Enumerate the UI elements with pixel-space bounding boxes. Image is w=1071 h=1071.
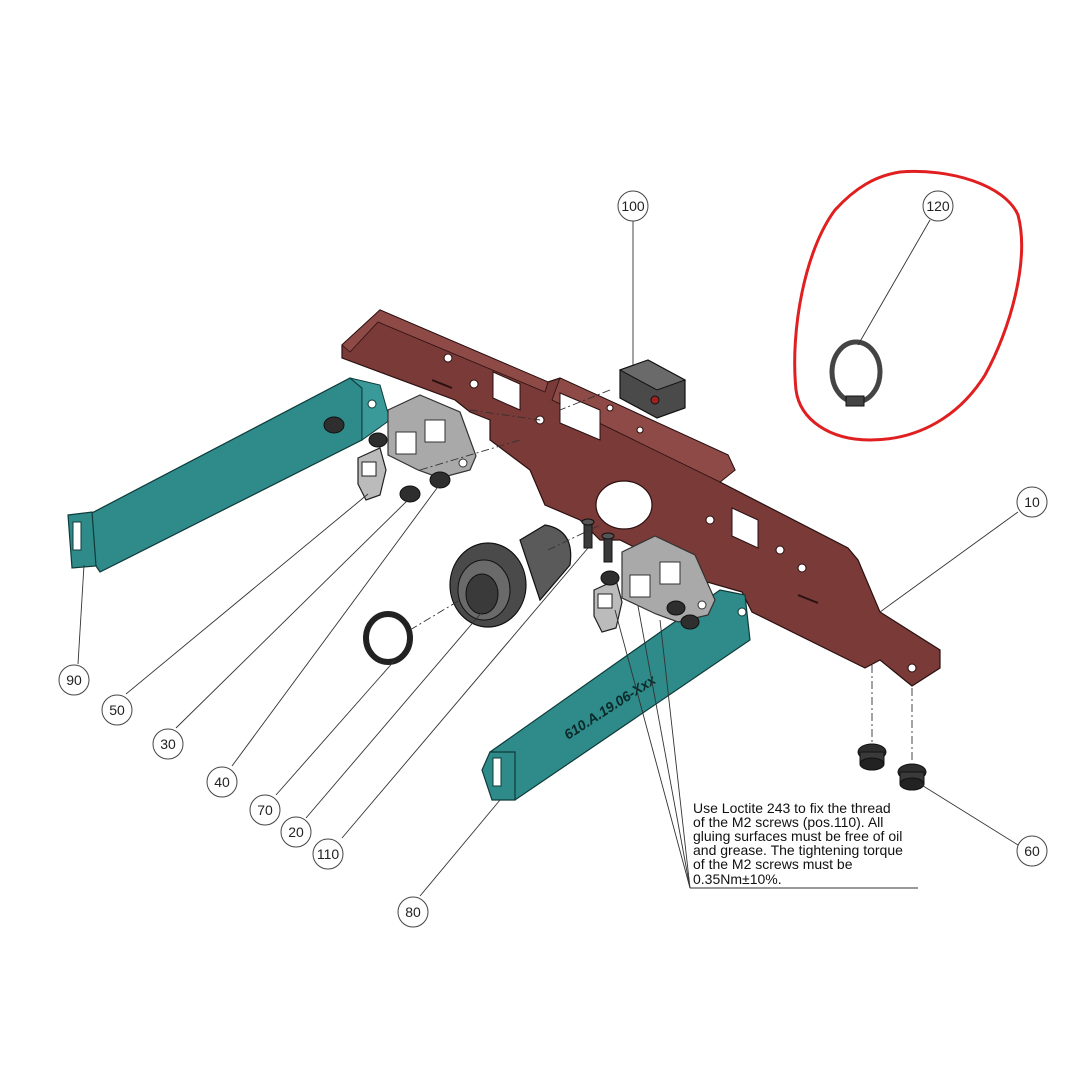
- mounting-hole: [606, 404, 614, 412]
- retaining-ring: [829, 339, 883, 407]
- balloon-60: 60: [1016, 835, 1048, 867]
- balloon-label: 120: [926, 198, 950, 214]
- square-opening: [395, 431, 417, 455]
- square-opening: [492, 371, 521, 411]
- note-line: and grease. The tightening torque: [693, 842, 903, 858]
- balloon-20: 20: [280, 816, 312, 848]
- balloon-100: 100: [617, 190, 649, 222]
- side-bracket-left-tab: [349, 377, 391, 441]
- mounting-hole: [367, 399, 377, 409]
- nuts: [323, 416, 700, 630]
- balloon-label: 60: [1024, 843, 1040, 859]
- balloon-90: 90: [58, 664, 90, 696]
- side-bracket-left-end: [67, 511, 97, 569]
- mounting-hole: [907, 663, 917, 673]
- side-bracket-left-body: [87, 377, 363, 573]
- balloon-label: 40: [214, 774, 230, 790]
- balloon-label: 10: [1024, 494, 1040, 510]
- rubber-feet: [857, 743, 927, 791]
- mounting-hole: [705, 515, 715, 525]
- mounting-hole: [469, 379, 479, 389]
- main-bracket-top-face: [341, 309, 549, 393]
- square-opening: [424, 419, 446, 443]
- note-line: Use Loctite 243 to fix the thread: [693, 800, 891, 816]
- balloon-label: 70: [257, 802, 273, 818]
- balloon-label: 20: [288, 824, 304, 840]
- balloon-label: 100: [621, 198, 645, 214]
- slot: [72, 521, 82, 551]
- square-opening: [629, 574, 651, 598]
- balloon-10: 10: [1016, 486, 1048, 518]
- clip-left: [357, 447, 387, 501]
- slot: [492, 757, 502, 787]
- slot: [797, 594, 819, 604]
- note-line: of the M2 screws (pos.110). All: [693, 814, 883, 830]
- balloon-50: 50: [101, 694, 133, 726]
- mounting-hole: [443, 353, 453, 363]
- balloon-label: 80: [405, 904, 421, 920]
- clip-right: [593, 579, 623, 633]
- balloon-label: 30: [160, 736, 176, 752]
- o-ring: [363, 611, 413, 665]
- balloon-110: 110: [312, 838, 344, 870]
- micro-switch: [618, 359, 687, 419]
- balloon-80: 80: [397, 896, 429, 928]
- mounting-hole: [737, 607, 747, 617]
- mounting-hole: [458, 458, 468, 468]
- round-opening: [595, 480, 653, 530]
- note-line: of the M2 screws must be: [693, 856, 853, 872]
- balloon-120: 120: [922, 190, 954, 222]
- square-opening: [731, 507, 759, 549]
- slot: [431, 379, 453, 389]
- balloon-40: 40: [206, 766, 238, 798]
- square-opening: [659, 561, 681, 585]
- balloon-label: 90: [66, 672, 82, 688]
- highlight-circle: [793, 169, 1024, 442]
- balloon-label: 50: [109, 702, 125, 718]
- mounting-hole: [697, 600, 707, 610]
- bearing-bushing: [449, 524, 572, 628]
- mounting-hole: [775, 545, 785, 555]
- balloon-label: 110: [317, 846, 340, 862]
- leader-lines: [77, 219, 1019, 897]
- assembly-note: Use Loctite 243 to fix the thread of the…: [693, 800, 903, 887]
- side-bracket-left: [67, 377, 391, 573]
- mounting-plate-left: [387, 394, 477, 479]
- mounting-plate-right: [621, 535, 716, 623]
- mounting-hole: [797, 563, 807, 573]
- mounting-hole: [636, 426, 644, 434]
- note-line: gluing surfaces must be free of oil: [693, 828, 902, 844]
- square-opening: [559, 392, 601, 441]
- balloon-30: 30: [152, 728, 184, 760]
- balloon-70: 70: [249, 794, 281, 826]
- main-bracket: [341, 309, 941, 687]
- note-line: 0.35Nm±10%.: [693, 871, 782, 887]
- assembly-lines: [409, 389, 913, 762]
